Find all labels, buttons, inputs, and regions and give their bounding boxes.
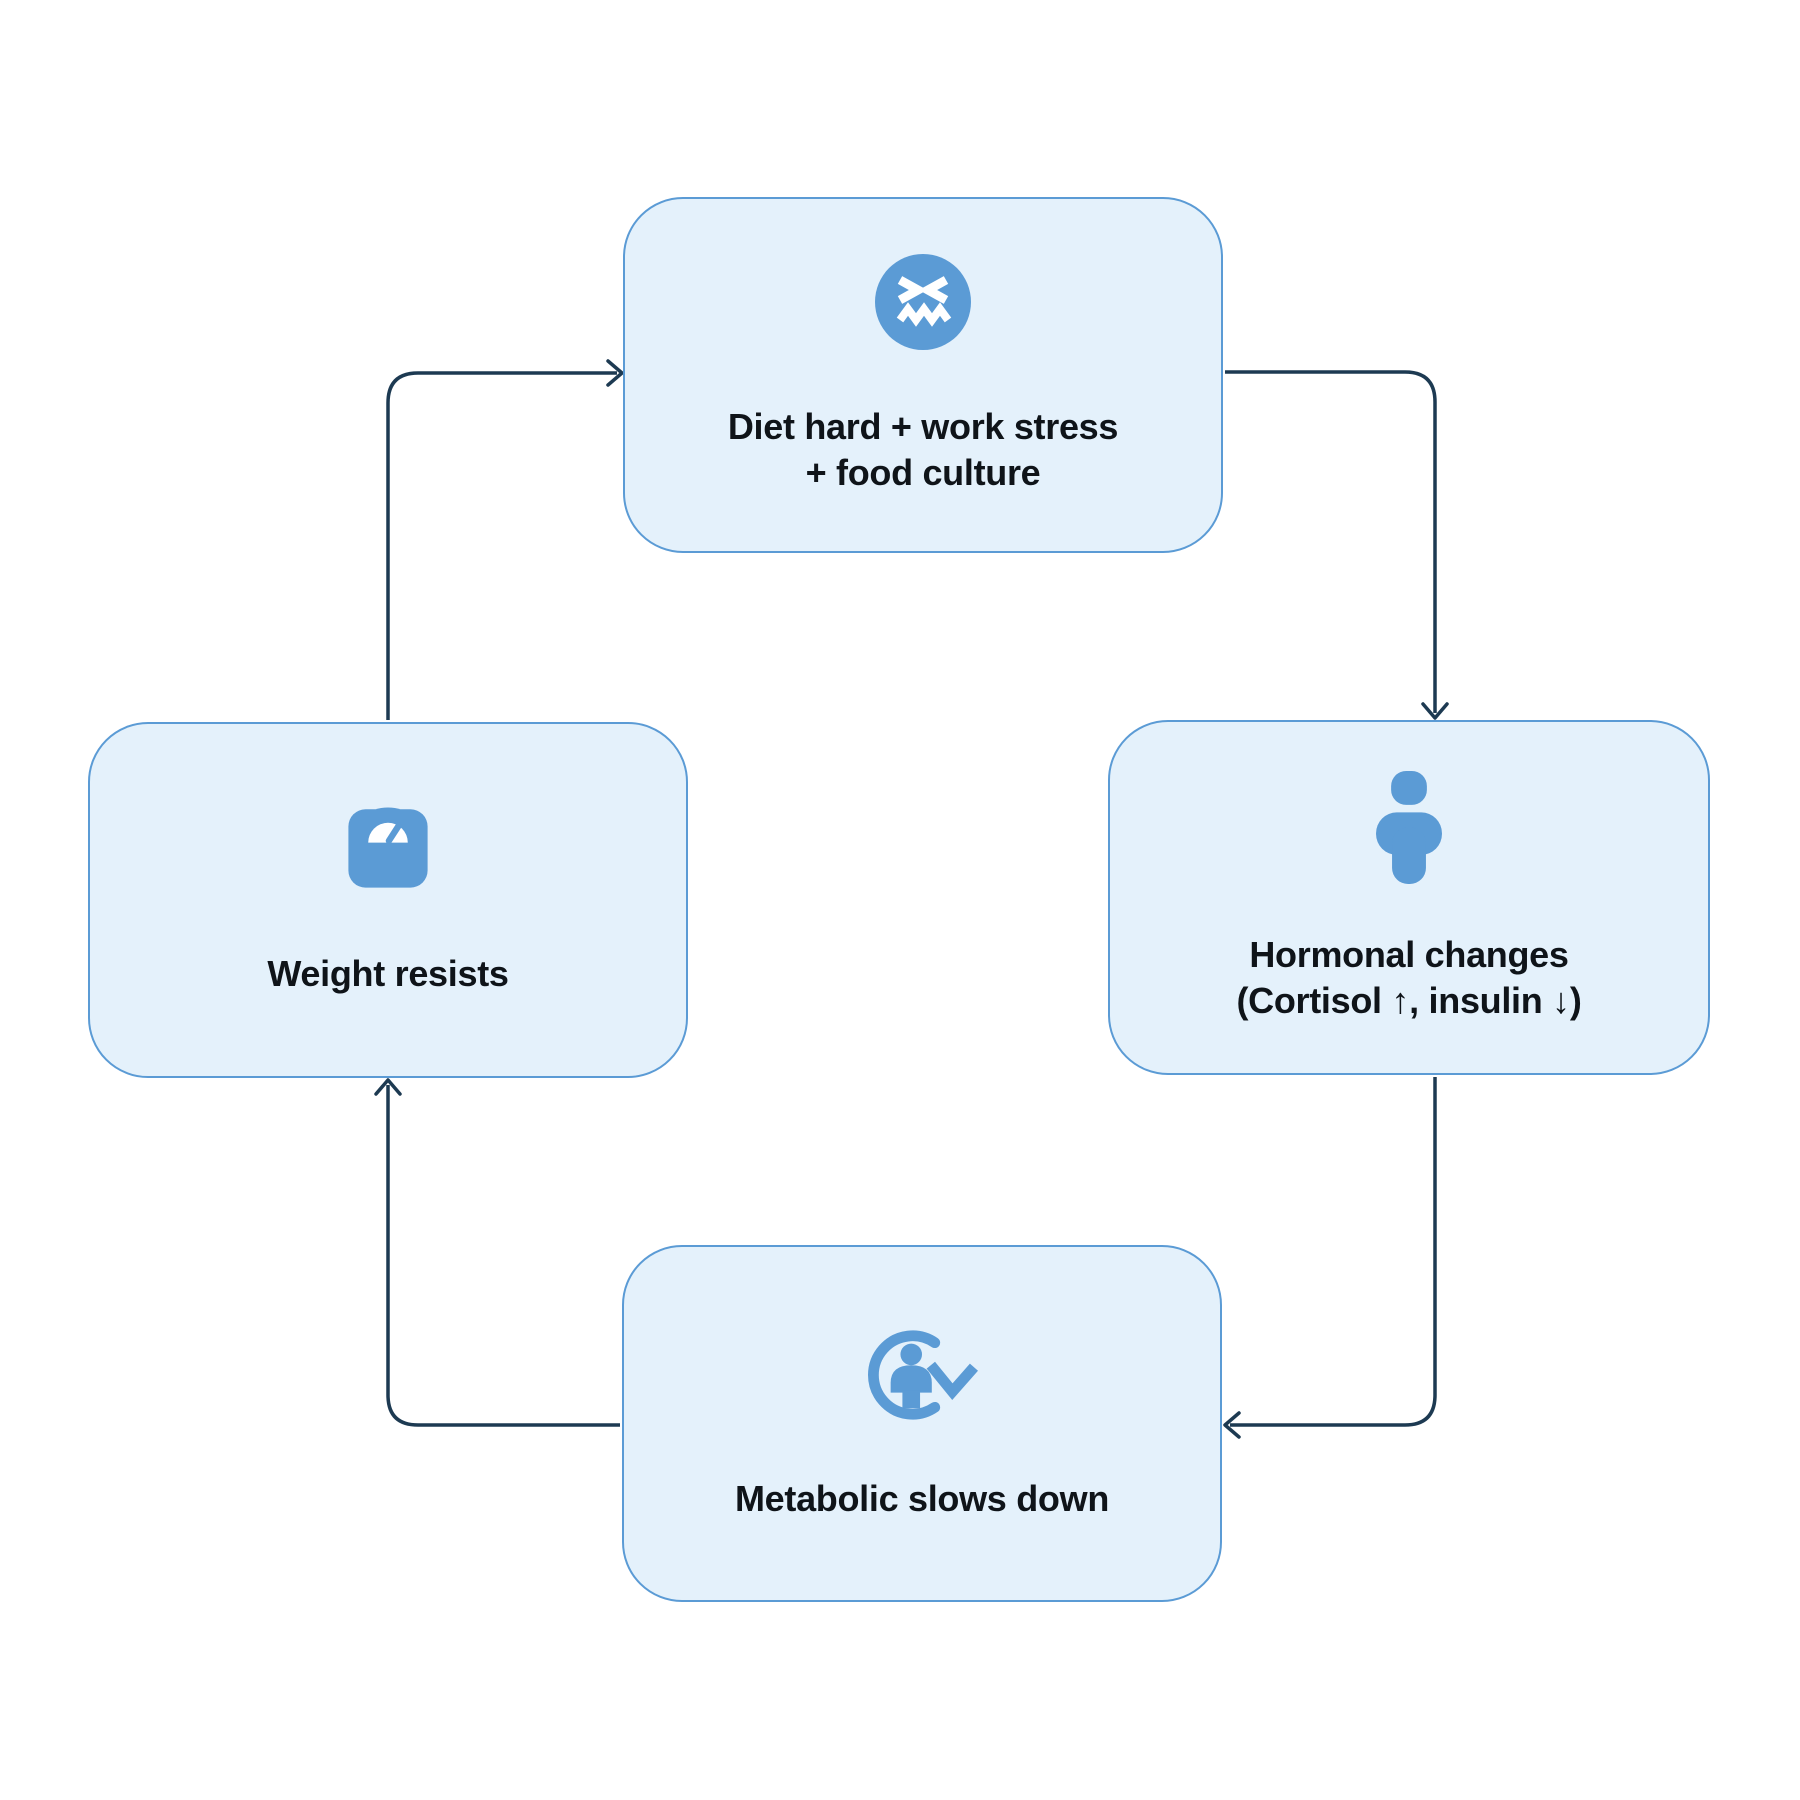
node-weight-resists: Weight resists	[88, 722, 688, 1078]
weight-scale-icon	[348, 807, 428, 888]
label-line: Diet hard + work stress	[727, 406, 1119, 447]
node-metabolic-slowdown: Metabolic slows down	[622, 1245, 1222, 1602]
arrow-metabolic-to-weight	[386, 1085, 620, 1427]
node-diet-stress: Diet hard + work stress + food culture	[623, 197, 1223, 553]
node-hormonal-changes: Hormonal changes (Cortisol ↑, insulin ↓)	[1108, 720, 1710, 1075]
arrow-hormonal-to-metabolic	[1230, 1077, 1437, 1427]
label-line: (Cortisol ↑, insulin ↓)	[1236, 980, 1582, 1021]
node-label: Metabolic slows down	[735, 1476, 1109, 1522]
label-line: Hormonal changes	[1249, 934, 1569, 975]
label-line: Weight resists	[267, 953, 509, 994]
person-icon	[1376, 771, 1442, 884]
person-refresh-icon	[867, 1329, 978, 1420]
node-label: Diet hard + work stress + food culture	[727, 404, 1119, 496]
arrow-weight-to-stress	[386, 371, 617, 720]
arrow-stress-to-hormonal	[1225, 370, 1437, 713]
label-line: + food culture	[805, 452, 1041, 493]
node-label: Hormonal changes (Cortisol ↑, insulin ↓)	[1236, 932, 1581, 1024]
confounded-face-icon	[875, 254, 971, 350]
label-line: Metabolic slows down	[734, 1477, 1110, 1519]
node-label: Weight resists	[267, 951, 509, 997]
